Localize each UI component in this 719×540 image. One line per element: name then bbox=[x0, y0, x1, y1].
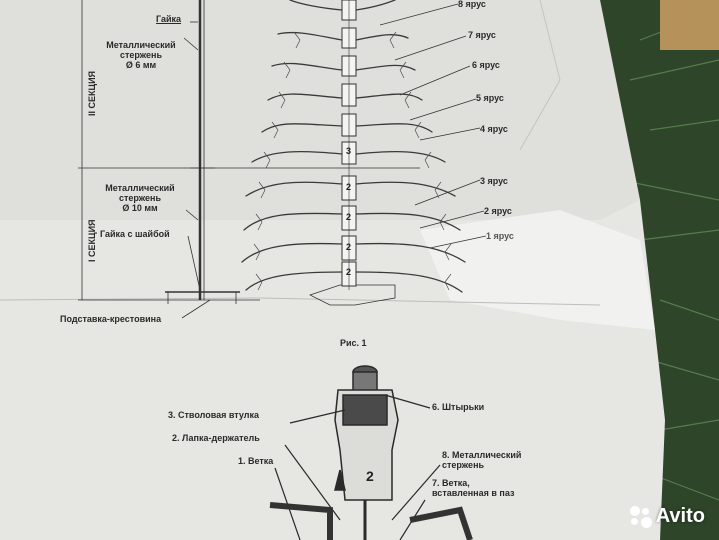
label-tier-1: 1 ярус bbox=[486, 231, 514, 241]
label-part-3: 3. Стволовая втулка bbox=[168, 410, 260, 420]
label-section-2: II СЕКЦИЯ bbox=[87, 70, 97, 116]
sleeve-number: 2 bbox=[366, 468, 374, 484]
avito-watermark: Avito bbox=[629, 505, 705, 528]
label-section-1: I СЕКЦИЯ bbox=[87, 219, 97, 262]
label-part-6: 6. Штырьки bbox=[432, 402, 485, 412]
label-part-1: 1. Ветка bbox=[238, 456, 274, 466]
avito-logo-icon bbox=[629, 505, 652, 528]
avito-watermark-text: Avito bbox=[655, 505, 705, 527]
label-rod-6mm: Металлический стержень Ø 6 мм bbox=[106, 40, 176, 70]
label-part-8: 8. Металлический стержень bbox=[442, 450, 522, 470]
segment-number: 2 bbox=[346, 242, 352, 252]
label-tier-2: 2 ярус bbox=[484, 206, 512, 216]
label-nut-washer: Гайка с шайбой bbox=[100, 229, 170, 239]
segment-number: 3 bbox=[346, 146, 352, 156]
label-nut: Гайка bbox=[156, 14, 182, 24]
label-part-2: 2. Лапка-держатель bbox=[172, 433, 260, 443]
label-tier-3: 3 ярус bbox=[480, 176, 508, 186]
label-tier-8: 8 ярус bbox=[458, 0, 486, 9]
segment-number: 2 bbox=[346, 212, 352, 222]
label-tier-4: 4 ярус bbox=[480, 124, 508, 134]
label-stand: Подставка-крестовина bbox=[60, 314, 162, 324]
label-tier-7: 7 ярус bbox=[468, 30, 496, 40]
label-figure: Рис. 1 bbox=[340, 338, 367, 348]
label-tier-6: 6 ярус bbox=[472, 60, 500, 70]
segment-number: 2 bbox=[346, 182, 352, 192]
segment-number: 2 bbox=[346, 267, 352, 277]
label-part-7: 7. Ветка, вставленная в паз bbox=[432, 478, 515, 498]
label-tier-5: 5 ярус bbox=[476, 93, 504, 103]
label-rod-10mm: Металлический стержень Ø 10 мм bbox=[105, 183, 175, 213]
